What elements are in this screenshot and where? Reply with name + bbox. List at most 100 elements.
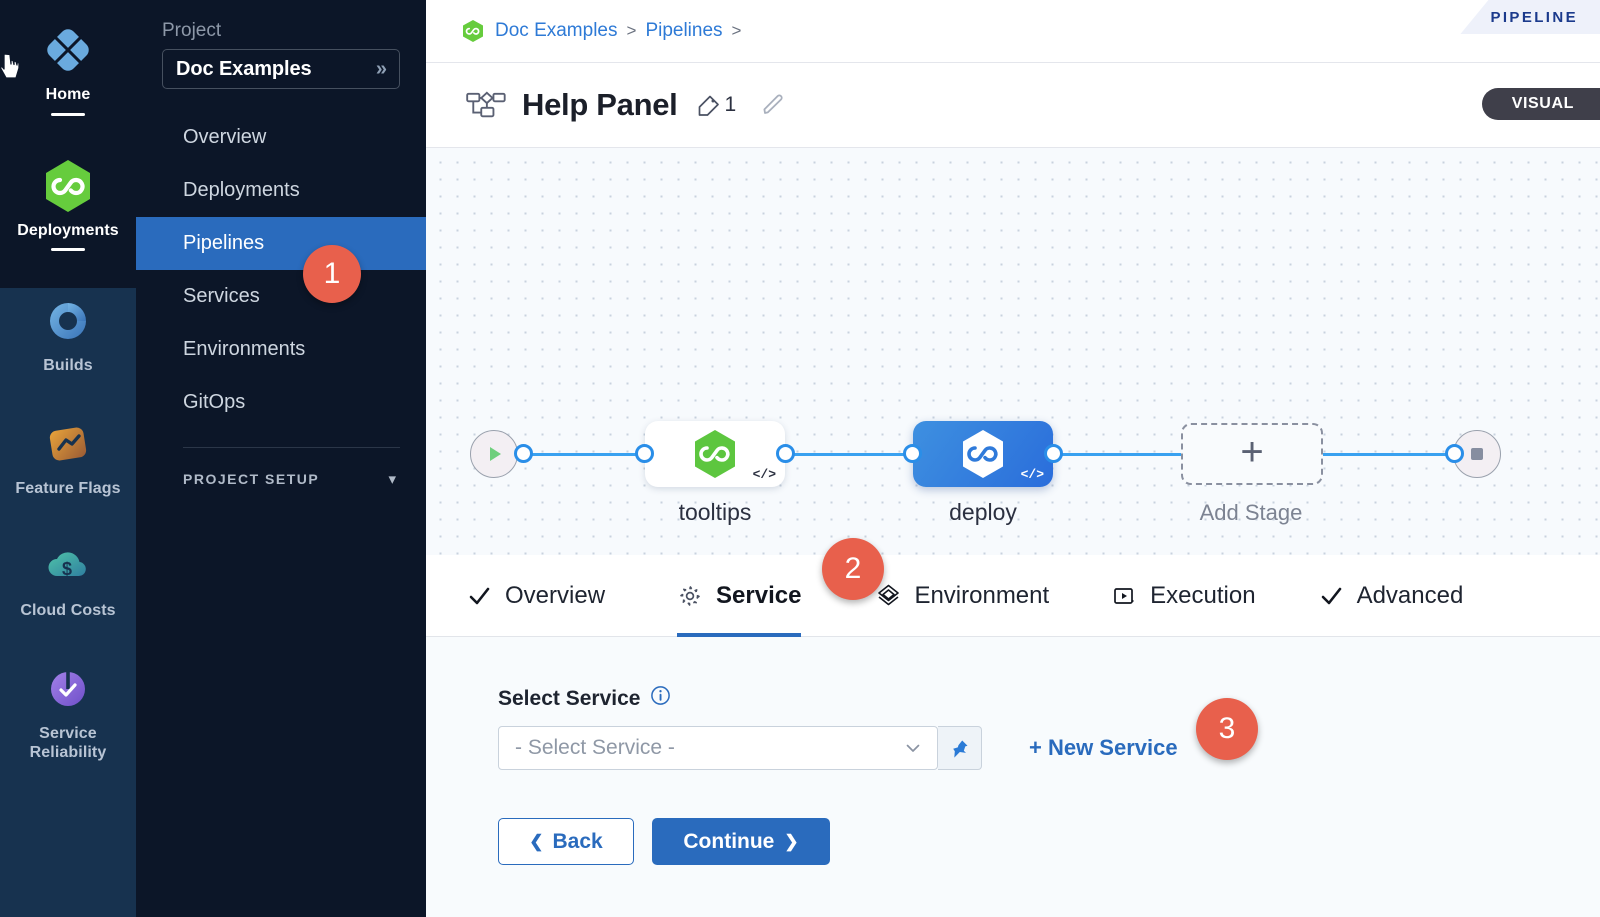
tab-label: Service (716, 581, 802, 609)
gear-icon (677, 583, 703, 609)
tab-advanced[interactable]: Advanced (1318, 555, 1463, 637)
select-service-row: - Select Service - + New Service (498, 726, 1600, 770)
annotation-marker-2: 2 (822, 538, 884, 600)
add-stage-button[interactable]: + (1181, 423, 1323, 485)
service-form-panel: Select Service - Select Service - (426, 637, 1600, 917)
pin-icon (953, 740, 968, 758)
rail-item-label: Deployments (17, 221, 119, 239)
home-module-icon (40, 22, 96, 78)
pipeline-edge (1056, 453, 1186, 456)
mode-badge[interactable]: VISUAL (1481, 88, 1600, 120)
plus-icon: + (1240, 430, 1264, 474)
pin-service-button[interactable] (938, 726, 982, 770)
pencil-edit-icon[interactable] (760, 92, 786, 118)
tab-label: Overview (505, 581, 606, 609)
add-stage-label: Add Stage (1199, 500, 1303, 525)
connector-dot[interactable] (635, 444, 654, 463)
connector-dot[interactable] (776, 444, 795, 463)
rail-item-builds[interactable]: Builds (0, 261, 136, 386)
tab-active-underline (677, 632, 802, 637)
tab-service[interactable]: Service (677, 555, 802, 637)
pipeline-stage-deploy[interactable]: </> (913, 421, 1053, 487)
sidebar-item-environments[interactable]: Environments (136, 323, 426, 376)
sidebar-project-setup-label: PROJECT SETUP (183, 471, 320, 487)
back-button[interactable]: ❮ Back (498, 818, 634, 865)
project-selector[interactable]: Doc Examples » (162, 49, 400, 89)
new-service-link[interactable]: + New Service (1029, 735, 1178, 760)
deployments-hexagon-icon (40, 158, 96, 214)
pipeline-edge (1323, 453, 1453, 456)
sidebar-item-overview[interactable]: Overview (136, 111, 426, 164)
builds-icon (40, 293, 96, 349)
tab-execution[interactable]: Execution (1111, 555, 1256, 637)
sidebar-divider (183, 447, 400, 448)
select-service-label-row: Select Service (498, 685, 1600, 712)
chevron-right-icon: ❯ (784, 831, 799, 851)
module-rail: Home Deployments (0, 0, 136, 917)
sidebar-item-label: GitOps (183, 391, 246, 413)
code-brackets-icon[interactable]: </> (752, 467, 776, 482)
rail-item-label: Service Reliability (29, 724, 107, 762)
sidebar-item-pipelines[interactable]: Pipelines (136, 217, 426, 270)
pipeline-start-node[interactable] (470, 430, 518, 478)
pipeline-stage-tooltips[interactable]: </> (645, 421, 785, 487)
tab-environment[interactable]: Environment (875, 555, 1049, 637)
sidebar-item-deployments[interactable]: Deployments (136, 164, 426, 217)
annotation-marker-number: 3 (1218, 712, 1236, 745)
chevron-down-icon (906, 744, 920, 752)
annotation-marker-number: 1 (323, 257, 341, 290)
rail-item-home[interactable]: Home (0, 0, 136, 126)
continue-button-label: Continue (683, 829, 775, 853)
sidebar-item-label: Environments (183, 338, 306, 360)
mouse-cursor-pointer (0, 53, 20, 79)
rail-item-label: Cloud Costs (20, 602, 116, 620)
connector-dot[interactable] (903, 444, 922, 463)
tab-overview[interactable]: Overview (466, 555, 605, 637)
rail-item-cloud-costs[interactable]: $ Cloud Costs (0, 508, 136, 631)
select-service-value: - Select Service - (515, 736, 675, 759)
select-service-label: Select Service (498, 686, 641, 710)
rail-item-deployments[interactable]: Deployments (0, 126, 136, 262)
tab-label: Environment (914, 581, 1050, 609)
continue-button[interactable]: Continue ❯ (652, 818, 830, 865)
breadcrumb-link-pipelines[interactable]: Pipelines (645, 20, 723, 41)
pipeline-end-node[interactable] (1453, 430, 1501, 478)
form-actions: ❮ Back Continue ❯ (498, 818, 1600, 865)
sidebar-item-services[interactable]: Services (136, 270, 426, 323)
connector-dot[interactable] (1445, 444, 1464, 463)
pipeline-canvas[interactable]: </> tooltips </> deploy + Add Stage (426, 148, 1600, 555)
sidebar-project-setup[interactable]: PROJECT SETUP ▾ (136, 470, 426, 488)
annotation-marker-number: 2 (844, 552, 862, 585)
layers-icon (875, 583, 901, 609)
back-button-label: Back (552, 829, 603, 853)
select-service-dropdown[interactable]: - Select Service - (498, 726, 938, 770)
tab-label: Execution (1150, 581, 1256, 609)
feature-flags-icon (40, 416, 96, 472)
stage-tabs: Overview Service (426, 555, 1600, 637)
chevron-left-icon: ❮ (529, 831, 544, 851)
rail-active-underline (51, 248, 85, 252)
chevron-down-icon: ▾ (388, 471, 396, 488)
execution-play-icon (1111, 583, 1137, 609)
tag-badge[interactable]: 1 (696, 93, 736, 118)
rail-item-feature-flags[interactable]: Feature Flags (0, 386, 136, 509)
pipeline-edge (788, 453, 914, 456)
breadcrumb-link-project[interactable]: Doc Examples (495, 20, 618, 41)
connector-dot[interactable] (514, 444, 533, 463)
rail-item-label: Builds (43, 357, 93, 375)
rail-item-service-reliability[interactable]: Service Reliability (0, 631, 136, 773)
harness-cd-hexagon-green-icon (695, 430, 735, 478)
sidebar-item-gitops[interactable]: GitOps (136, 376, 426, 429)
sidebar-item-label: Deployments (183, 179, 300, 201)
info-circle-icon[interactable] (650, 685, 671, 712)
sidebar-item-label: Services (183, 285, 260, 307)
main-content: Doc Examples > Pipelines > PIPELINE Help… (426, 0, 1600, 917)
harness-cd-hexagon-icon (463, 20, 483, 42)
rail-item-label: Feature Flags (15, 479, 121, 497)
annotation-marker-3: 3 (1196, 698, 1258, 760)
code-brackets-icon[interactable]: </> (1020, 467, 1044, 482)
cloud-costs-icon: $ (40, 538, 96, 594)
connector-dot[interactable] (1044, 444, 1063, 463)
pipeline-flow-icon (466, 91, 506, 118)
